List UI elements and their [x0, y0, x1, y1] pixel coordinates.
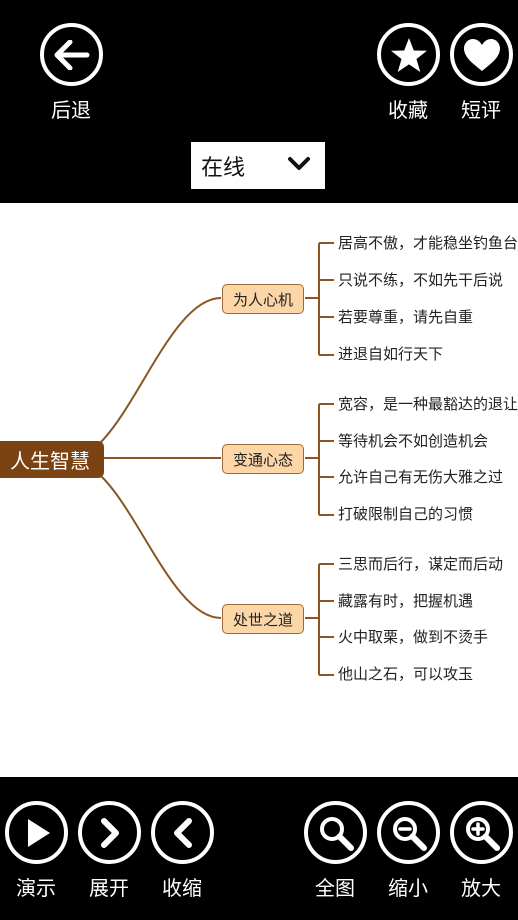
back-label: 后退: [51, 98, 91, 122]
branch-node-3[interactable]: 处世之道: [222, 604, 304, 634]
magnifier-icon: [319, 816, 354, 851]
expand-button[interactable]: [78, 801, 141, 864]
zoom-out-label: 缩小: [388, 876, 428, 900]
top-toolbar: 后退 收藏 短评 在线: [0, 0, 518, 203]
back-button[interactable]: [40, 23, 103, 86]
collapse-button[interactable]: [151, 801, 214, 864]
leaf-node[interactable]: 允许自己有无伤大雅之过: [338, 468, 504, 486]
leaf-node[interactable]: 等待机会不如创造机会: [338, 432, 489, 450]
leaf-node[interactable]: 他山之石，可以攻玉: [338, 665, 474, 683]
collapse-label: 收缩: [162, 876, 202, 900]
connector-branch-1: [99, 297, 222, 444]
zoom-out-button[interactable]: [377, 801, 440, 864]
mindmap-connectors: [99, 242, 334, 676]
mindmap-canvas[interactable]: 人生智慧 为人心机 变通心态 处世之道 居高不傲，才能稳坐钓鱼台 只说不练，不如…: [0, 203, 518, 777]
review-button[interactable]: [450, 23, 513, 86]
heart-icon: [463, 38, 500, 71]
leaf-node[interactable]: 三思而后行，谋定而后动: [338, 555, 504, 573]
zoom-out-icon: [392, 816, 427, 851]
leaf-node[interactable]: 若要尊重，请先自重: [338, 308, 474, 326]
present-label: 演示: [16, 876, 56, 900]
expand-label: 展开: [89, 876, 129, 900]
branch-node-2[interactable]: 变通心态: [222, 444, 304, 474]
fit-view-label: 全图: [315, 876, 355, 900]
play-icon: [27, 818, 50, 847]
present-button[interactable]: [5, 801, 68, 864]
favorite-button[interactable]: [377, 23, 440, 86]
leaf-node[interactable]: 宽容，是一种最豁达的退让: [338, 395, 518, 413]
leaf-node[interactable]: 居高不傲，才能稳坐钓鱼台: [338, 234, 518, 252]
chevron-right-icon: [100, 817, 119, 848]
leaf-node[interactable]: 进退自如行天下: [338, 345, 444, 363]
arrow-left-icon: [54, 39, 89, 70]
mode-dropdown[interactable]: 在线: [191, 142, 325, 189]
leaf-node[interactable]: 只说不练，不如先干后说: [338, 271, 504, 289]
branch-node-1[interactable]: 为人心机: [222, 284, 304, 314]
bottom-toolbar: 演示 展开 收缩 全图 缩小 放大: [0, 777, 518, 920]
leaf-node[interactable]: 火中取栗，做到不烫手: [338, 628, 489, 646]
leaf-node[interactable]: 打破限制自己的习惯: [338, 505, 474, 523]
connector-branch-3: [99, 474, 222, 619]
zoom-in-icon: [465, 816, 500, 851]
favorite-label: 收藏: [388, 98, 428, 122]
zoom-in-button[interactable]: [450, 801, 513, 864]
zoom-in-label: 放大: [461, 876, 501, 900]
chevron-down-icon: [288, 157, 310, 170]
star-icon: [390, 37, 427, 72]
review-label: 短评: [461, 98, 501, 122]
fit-view-button[interactable]: [304, 801, 367, 864]
chevron-left-icon: [173, 817, 192, 848]
leaf-node[interactable]: 藏露有时，把握机遇: [338, 592, 474, 610]
mindmap-root-node[interactable]: 人生智慧: [0, 441, 104, 478]
mode-dropdown-value: 在线: [201, 155, 246, 181]
